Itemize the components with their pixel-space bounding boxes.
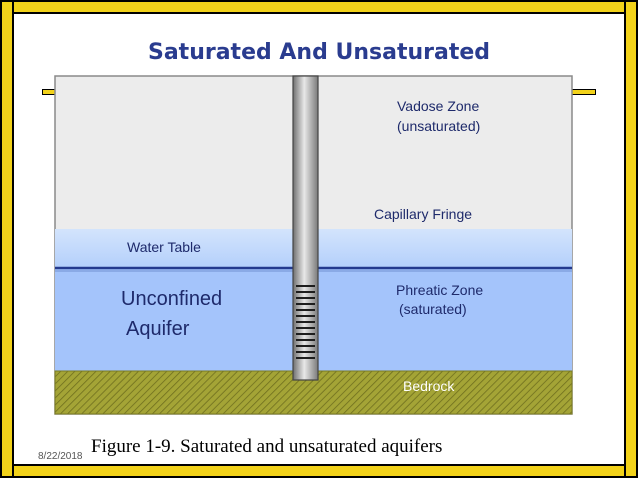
frame-left <box>0 0 14 478</box>
vadose-zone-label: Vadose Zone <box>397 98 480 114</box>
vadose-zone-sublabel: (unsaturated) <box>397 118 481 134</box>
capillary-fringe-label: Capillary Fringe <box>374 206 473 222</box>
frame-right <box>624 0 638 478</box>
bedrock-label: Bedrock <box>403 378 455 394</box>
water-table-label: Water Table <box>127 239 201 255</box>
well-screen-icon <box>296 285 315 359</box>
phreatic-zone-label: Phreatic Zone <box>396 282 484 298</box>
unconfined-aquifer-sublabel: Aquifer <box>126 318 190 340</box>
figure-caption: Figure 1-9. Saturated and unsaturated aq… <box>91 436 443 457</box>
phreatic-zone-sublabel: (saturated) <box>399 301 467 317</box>
well-pipe-icon <box>292 75 319 381</box>
slide-title: Saturated And Unsaturated <box>147 40 491 65</box>
slide-date: 8/22/2018 <box>38 451 83 462</box>
unconfined-aquifer-label: Unconfined <box>121 288 223 310</box>
